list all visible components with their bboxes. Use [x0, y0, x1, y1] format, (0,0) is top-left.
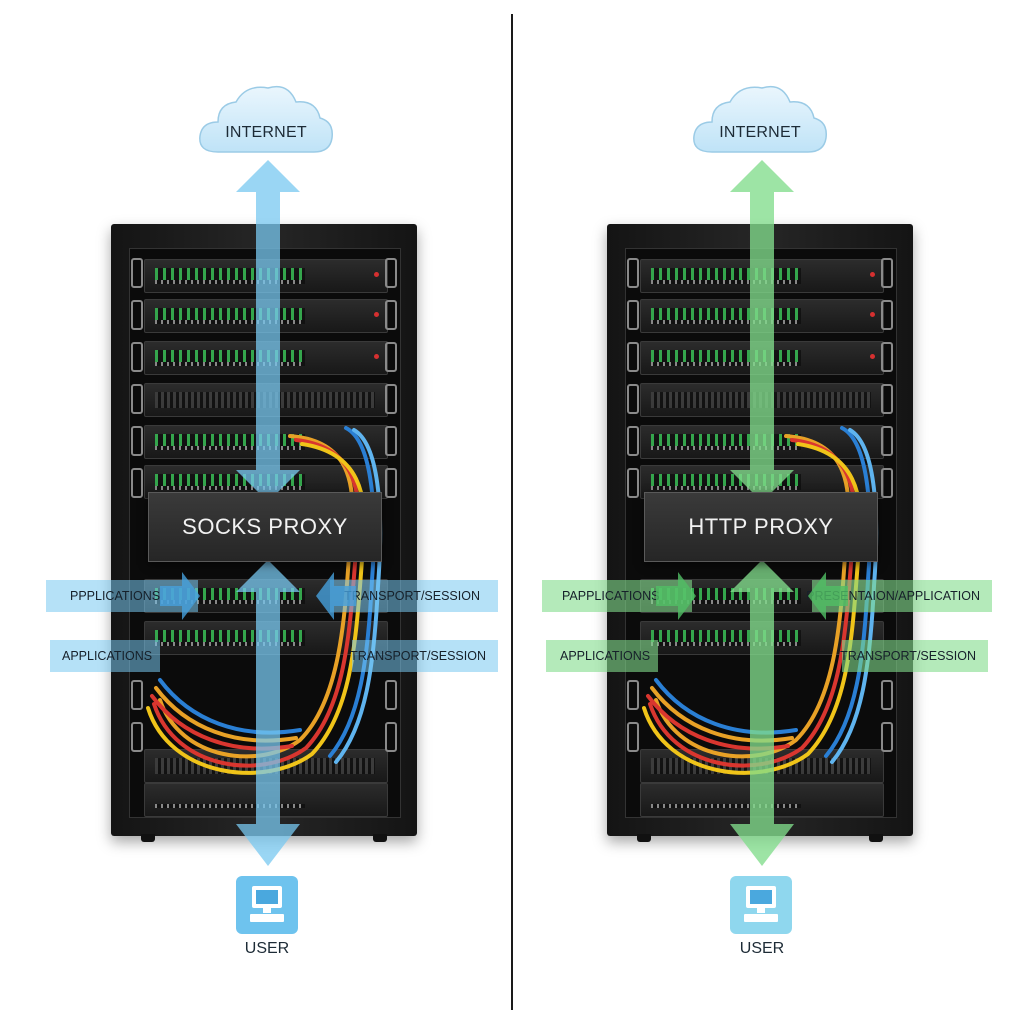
layer-label-bar: PAPPLICATIONS	[542, 580, 692, 612]
layer-label: PRESENTAION/APPLICATION	[806, 589, 980, 603]
layer-label: PAPPLICATIONS	[562, 589, 660, 603]
layer-label-bar: TRANSPORT/SESSION	[840, 640, 988, 672]
layer-label-bar: APPLICATIONS	[546, 640, 658, 672]
cloud-icon	[693, 85, 827, 153]
computer-user-icon	[730, 876, 792, 934]
layer-label: APPLICATIONS	[560, 649, 651, 663]
arrow-icon	[730, 160, 794, 866]
layer-label: PPPLICATIONS	[70, 589, 161, 603]
arrow-icon	[160, 572, 200, 620]
proxy-server-box: SOCKS PROXY	[148, 492, 382, 562]
layer-label-bar: APPLICATIONS	[50, 640, 160, 672]
panel-divider	[511, 14, 513, 1010]
layer-label: TRANSPORT/SESSION	[840, 649, 976, 663]
cloud-icon	[199, 85, 333, 153]
socks-proxy-panel: INTERNET	[46, 85, 498, 957]
arrow-icon	[236, 160, 300, 866]
arrow-icon	[808, 572, 848, 620]
user-label: USER	[244, 940, 290, 957]
layer-label: APPLICATIONS	[62, 649, 153, 663]
layer-label: TRANSPORT/SESSION	[344, 589, 480, 603]
http-proxy-panel: INTERNET	[512, 0, 1024, 1024]
user-label: USER	[739, 940, 785, 957]
internet-label: INTERNET	[719, 124, 801, 141]
computer-user-icon	[236, 876, 298, 934]
layer-label: TRANSPORT/SESSION	[350, 649, 486, 663]
layer-label-bar: TRANSPORT/SESSION	[330, 580, 498, 612]
proxy-server-box: HTTP PROXY	[644, 492, 878, 562]
arrow-icon	[656, 572, 696, 620]
arrow-icon	[316, 572, 356, 620]
layer-label-bar: TRANSPORT/SESSION	[350, 640, 498, 672]
internet-label: INTERNET	[225, 124, 307, 141]
